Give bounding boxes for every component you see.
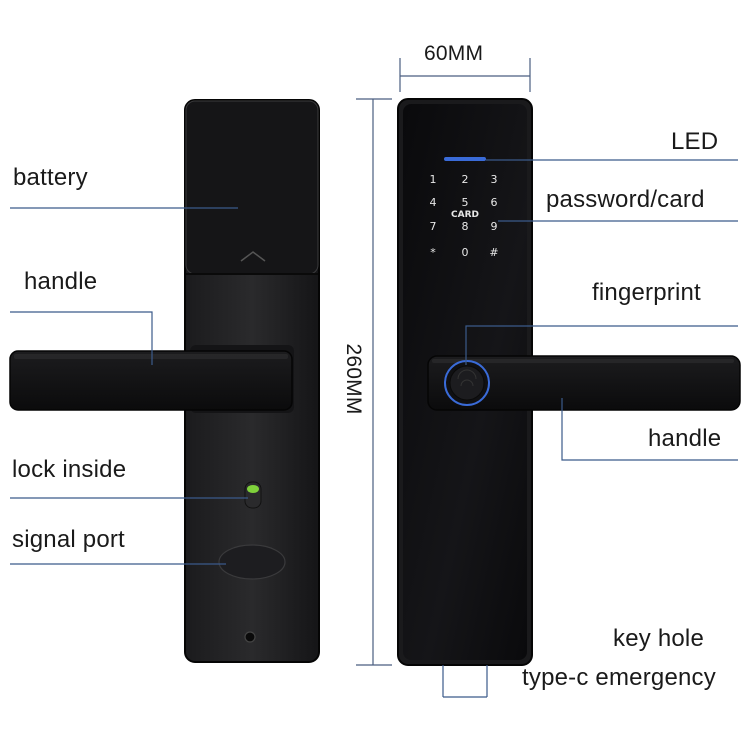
height-dimension-label: 260MM xyxy=(342,343,365,415)
key-1[interactable]: 1 xyxy=(429,173,437,186)
label-battery: battery xyxy=(13,164,88,191)
label-led: LED xyxy=(671,128,719,155)
key-star[interactable]: * xyxy=(430,246,436,259)
leader-lines-right xyxy=(442,159,738,698)
label-handle-outside: handle xyxy=(648,425,722,452)
key-0[interactable]: 0 xyxy=(461,246,469,259)
label-lock-inside: lock inside xyxy=(12,456,127,483)
key-9[interactable]: 9 xyxy=(490,220,498,233)
key-6[interactable]: 6 xyxy=(490,196,498,209)
outside-lock-body xyxy=(397,98,741,666)
key-7[interactable]: 7 xyxy=(429,220,437,233)
card-label: CARD xyxy=(451,210,479,220)
outside-handle xyxy=(427,355,741,411)
battery-cover-arrow-icon xyxy=(240,251,266,262)
label-type-c-emergency: type-c emergency xyxy=(522,664,716,691)
inside-handle xyxy=(9,350,293,411)
fingerprint-icon xyxy=(457,369,477,387)
key-8[interactable]: 8 xyxy=(461,220,469,233)
key-2[interactable]: 2 xyxy=(461,173,469,186)
key-3[interactable]: 3 xyxy=(490,173,498,186)
label-key-hole: key hole xyxy=(613,625,704,652)
dimension-height xyxy=(356,98,392,666)
bottom-screw xyxy=(244,631,256,643)
inside-lock-body xyxy=(9,99,320,663)
signal-port-cover xyxy=(218,544,286,580)
label-password-card: password/card xyxy=(546,186,705,213)
label-signal-port: signal port xyxy=(12,526,125,553)
leader-lines-left xyxy=(10,207,248,565)
key-5[interactable]: 5 xyxy=(461,196,469,209)
dimension-width xyxy=(399,58,531,92)
led-bar xyxy=(444,157,486,161)
key-4[interactable]: 4 xyxy=(429,196,437,209)
width-dimension-label: 60MM xyxy=(424,42,484,65)
lock-inside-indicator xyxy=(247,485,259,493)
key-hash[interactable]: # xyxy=(489,246,499,259)
battery-cover xyxy=(185,100,319,275)
label-fingerprint: fingerprint xyxy=(592,279,701,306)
label-handle-inside: handle xyxy=(24,268,98,295)
